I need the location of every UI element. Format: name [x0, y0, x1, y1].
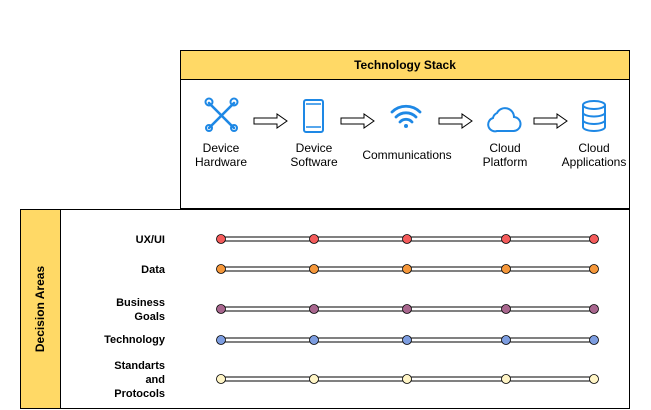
- database-icon: [582, 100, 606, 132]
- row-dot: [402, 264, 412, 274]
- arrow-1: [253, 113, 288, 129]
- row-dot: [402, 304, 412, 314]
- smartphone-icon: [303, 99, 324, 133]
- tech-label-communications: Communications: [362, 148, 452, 162]
- tech-item-cloud-applications: Cloud Applications: [556, 141, 632, 169]
- row-label-standarts-protocols: Standarts and Protocols: [114, 360, 165, 400]
- row-dot: [216, 264, 226, 274]
- arrow-2: [340, 113, 375, 129]
- decision-rows: [216, 234, 599, 384]
- tech-label-device-software: Device Software: [290, 141, 338, 169]
- decision-row-3: [216, 335, 599, 345]
- tech-label-device-hardware: Device Hardware: [194, 141, 248, 169]
- row-dot: [309, 304, 319, 314]
- row-dot: [501, 335, 511, 345]
- tech-item-device-software: Device Software: [276, 141, 352, 169]
- row-dot: [501, 304, 511, 314]
- row-dot: [589, 264, 599, 274]
- tech-label-cloud-platform: Cloud Platform: [482, 141, 528, 169]
- technology-stack-title: Technology Stack: [180, 50, 630, 80]
- tech-item-cloud-platform: Cloud Platform: [467, 141, 543, 169]
- decision-row-0: [216, 234, 599, 244]
- row-dot: [216, 374, 226, 384]
- row-dot: [216, 304, 226, 314]
- technology-stack-title-text: Technology Stack: [354, 58, 456, 72]
- row-dot: [501, 374, 511, 384]
- decision-areas-sidebar: [20, 209, 61, 409]
- row-dot: [589, 374, 599, 384]
- row-dot: [216, 335, 226, 345]
- row-dot: [589, 335, 599, 345]
- row-dot: [501, 264, 511, 274]
- row-dot: [501, 234, 511, 244]
- row-dot: [589, 304, 599, 314]
- row-dot: [402, 234, 412, 244]
- row-dot: [309, 264, 319, 274]
- row-dot: [309, 335, 319, 345]
- row-label-business-goals: Business Goals: [116, 297, 165, 323]
- row-label-data: Data: [141, 264, 165, 276]
- row-label-ux-ui: UX/UI: [135, 234, 165, 246]
- arrow-3: [438, 113, 473, 129]
- decision-row-1: [216, 264, 599, 274]
- row-dot: [402, 335, 412, 345]
- tech-item-communications: Communications: [355, 148, 459, 162]
- tech-label-cloud-applications: Cloud Applications: [561, 141, 627, 169]
- row-dot: [402, 374, 412, 384]
- decision-row-4: [216, 374, 599, 384]
- row-label-technology: Technology: [104, 334, 165, 346]
- row-dot: [216, 234, 226, 244]
- cloud-icon: [487, 107, 522, 133]
- tools-icon: [204, 97, 239, 132]
- row-dot: [309, 374, 319, 384]
- tech-item-device-hardware: Device Hardware: [183, 141, 259, 169]
- row-dot: [589, 234, 599, 244]
- decision-row-2: [216, 304, 599, 314]
- arrows: [253, 113, 568, 129]
- arrow-4: [533, 113, 568, 129]
- row-dot: [309, 234, 319, 244]
- wifi-icon: [390, 104, 422, 128]
